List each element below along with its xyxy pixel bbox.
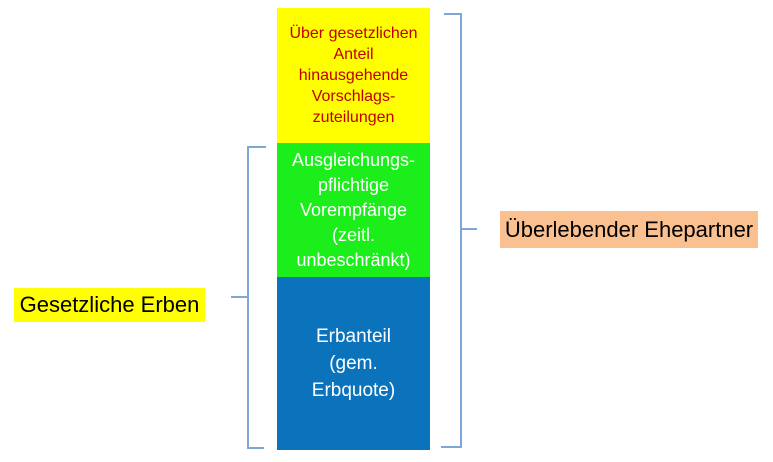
right-brace-middle-tick xyxy=(462,228,477,230)
stacked-column: Über gesetzlichen Anteil hinausgehende V… xyxy=(277,8,430,450)
segment-vorempfaenge-text: Ausgleichungs- pflichtige Vorempfänge (z… xyxy=(291,149,416,270)
label-gesetzliche-erben-text: Gesetzliche Erben xyxy=(19,292,200,317)
label-gesetzliche-erben: Gesetzliche Erben xyxy=(14,288,205,322)
right-brace-bottom-tick xyxy=(441,446,462,448)
segment-vorschlagszuteilungen: Über gesetzlichen Anteil hinausgehende V… xyxy=(277,8,430,143)
segment-erbanteil-text: Erbanteil (gem. Erbquote) xyxy=(311,326,396,401)
label-ueberlebender-ehepartner: Überlebender Ehepartner xyxy=(500,211,758,248)
label-ueberlebender-ehepartner-text: Überlebender Ehepartner xyxy=(504,216,754,242)
left-brace-top-tick xyxy=(249,146,266,148)
left-brace-bottom-tick xyxy=(249,447,264,449)
right-brace-top-tick xyxy=(444,13,462,15)
segment-erbanteil: Erbanteil (gem. Erbquote) xyxy=(277,277,430,450)
segment-vorempfaenge: Ausgleichungs- pflichtige Vorempfänge (z… xyxy=(277,143,430,277)
right-brace-vertical-line xyxy=(460,13,462,448)
left-brace-vertical-line xyxy=(247,146,249,449)
left-brace-middle-tick xyxy=(231,296,247,298)
segment-vorschlagszuteilungen-text: Über gesetzlichen Anteil hinausgehende V… xyxy=(289,25,418,126)
